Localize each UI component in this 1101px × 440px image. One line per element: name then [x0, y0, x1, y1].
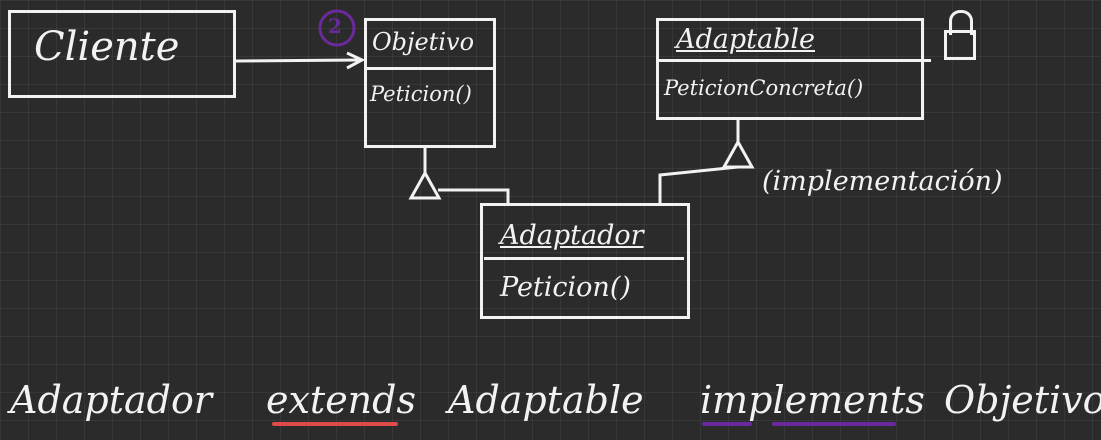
adaptador-class-box — [480, 203, 690, 319]
adaptable-divider — [656, 59, 931, 62]
lock-icon — [944, 10, 976, 60]
adaptador-objetivo-connector — [438, 188, 510, 203]
cliente-objetivo-connector — [235, 58, 361, 63]
cliente-label: Cliente — [34, 24, 180, 70]
extends-underline — [272, 422, 398, 426]
objetivo-badge: 2 — [328, 14, 342, 38]
implements-underline-short — [702, 422, 752, 426]
objetivo-method: Peticion() — [370, 82, 472, 106]
caption-adaptable: Adaptable — [448, 378, 644, 422]
objetivo-inheritance-triangle — [408, 169, 442, 200]
adaptable-class-box — [656, 18, 924, 120]
caption-implements: implements — [700, 378, 925, 422]
implementation-note: (implementación) — [762, 166, 1003, 197]
cliente-box — [8, 10, 236, 98]
caption-adaptador: Adaptador — [10, 378, 213, 422]
adaptable-method: PeticionConcreta() — [664, 76, 864, 100]
adaptador-name: Adaptador — [500, 220, 644, 251]
implements-underline-long — [772, 422, 896, 426]
adaptador-method: Peticion() — [500, 272, 631, 303]
adaptable-name: Adaptable — [676, 24, 816, 55]
objetivo-class-box — [364, 18, 496, 148]
caption-extends: extends — [266, 378, 416, 422]
objetivo-name: Objetivo — [372, 28, 475, 56]
association-arrowhead — [346, 51, 366, 70]
adaptable-inheritance-triangle — [721, 138, 755, 169]
objetivo-badge-circle — [318, 9, 356, 47]
caption-objetivo: Objetivo — [944, 378, 1101, 422]
adaptador-divider — [484, 257, 684, 260]
adaptador-adaptable-connector — [658, 165, 739, 203]
objetivo-divider — [364, 67, 496, 70]
